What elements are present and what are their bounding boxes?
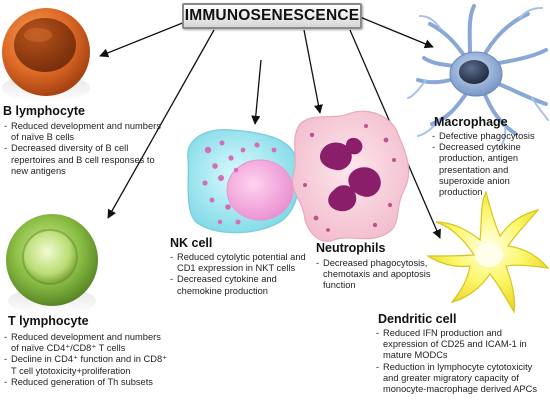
macrophage-title: Macrophage	[434, 115, 508, 129]
neutrophils-title: Neutrophils	[316, 241, 386, 255]
b-lymphocyte-line-2: Decreased diversity of B cell repertoire…	[4, 143, 164, 177]
b-lymphocyte-line-1: Reduced development and numbers of naïve…	[4, 121, 164, 143]
t-lymphocyte-line-1: Reduced development and numbers of naïve…	[4, 332, 170, 354]
t-lymphocyte-description: Reduced development and numbers of naïve…	[4, 332, 170, 388]
macrophage-description: Defective phagocytosis Decreased cytokin…	[432, 131, 548, 198]
t-lymphocyte-line-3: Reduced generation of Th subsets	[4, 377, 170, 388]
nk-cell-description: Reduced cytolytic potential and CD1 expr…	[170, 252, 310, 297]
arrow-to-b-lymphocyte	[99, 19, 191, 58]
b-lymphocyte-description: Reduced development and numbers of naïve…	[4, 121, 164, 177]
arrow-to-macrophage	[359, 16, 434, 49]
nk-cell-line-2: Decreased cytokine and chemokine product…	[170, 274, 310, 296]
arrow-to-nk-cell	[251, 59, 262, 125]
dendritic-cell-title: Dendritic cell	[378, 312, 457, 326]
macrophage-line-2: Decreased cytokine production, antigen p…	[432, 142, 548, 198]
neutrophils-line-1: Decreased phagocytosis, chemotaxis and a…	[316, 258, 456, 292]
nk-cell-title: NK cell	[170, 236, 213, 250]
nk-cell-line-1: Reduced cytolytic potential and CD1 expr…	[170, 252, 310, 274]
neutrophil-icon	[291, 110, 410, 242]
b-lymphocyte-title: B lymphocyte	[3, 104, 85, 118]
b-lymphocyte-icon	[2, 8, 90, 102]
arrow-to-neutrophils	[303, 29, 323, 114]
t-lymphocyte-line-2: Decline in CD4⁺ function and in CD8⁺ T c…	[4, 354, 170, 376]
title-box: IMMUNOSENESCENCE	[182, 3, 362, 29]
nk-cell-icon	[187, 129, 300, 234]
dendritic-cell-line-1: Reduced IFN production and expression of…	[376, 328, 548, 362]
macrophage-line-1: Defective phagocytosis	[432, 131, 548, 142]
dendritic-cell-icon	[426, 190, 550, 314]
t-lymphocyte-title: T lymphocyte	[8, 314, 89, 328]
dendritic-cell-line-2: Reduction in lymphocyte cytotoxicity and…	[376, 362, 548, 396]
neutrophils-description: Decreased phagocytosis, chemotaxis and a…	[316, 258, 456, 292]
t-lymphocyte-icon	[6, 214, 98, 315]
macrophage-icon	[407, 4, 549, 149]
dendritic-cell-description: Reduced IFN production and expression of…	[376, 328, 548, 395]
